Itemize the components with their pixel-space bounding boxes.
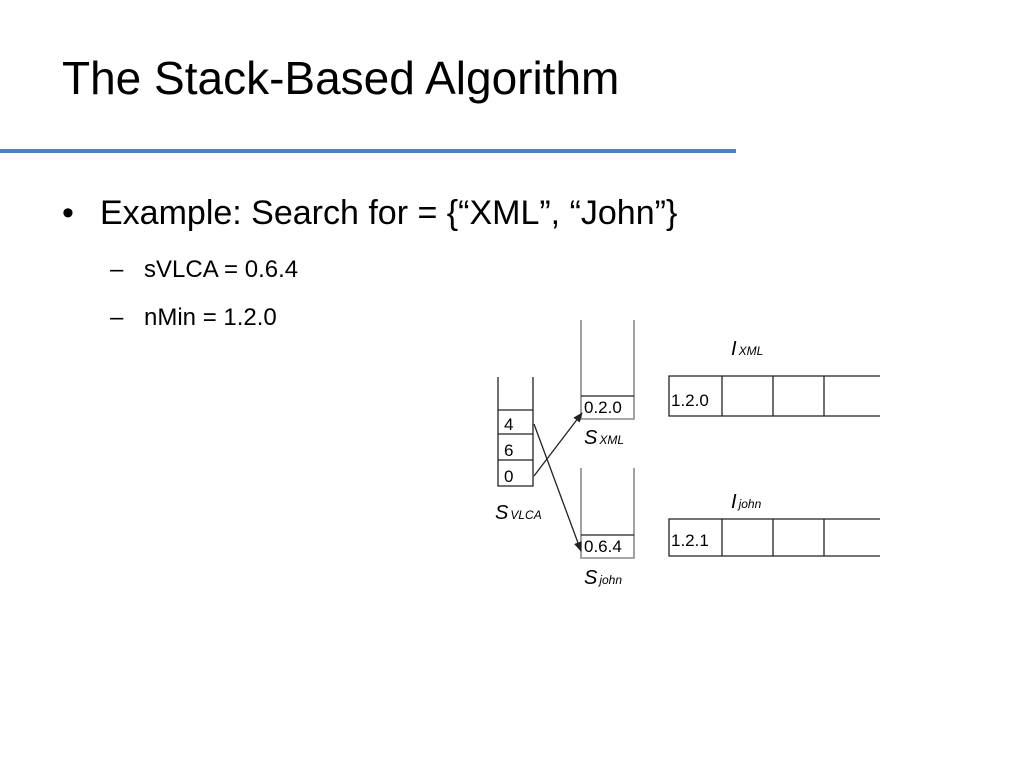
sub-bullet-marker: –: [110, 256, 124, 283]
arrow-to-sjohn: [533, 423, 582, 552]
ijohn-first-value: 1.2.1: [671, 531, 709, 550]
arrow-to-sxml: [533, 412, 583, 477]
sub-bullet-svlca-text: sVLCA = 0.6.4: [144, 256, 299, 283]
svlca-cell-0: 0: [504, 467, 513, 486]
title-underline: [0, 149, 736, 153]
ixml-first-value: 1.2.0: [671, 391, 709, 410]
bullet-marker: •: [62, 194, 74, 232]
bullet-main-text: Example: Search for = {“XML”, “John”}: [100, 194, 678, 232]
sub-bullet-marker: –: [110, 304, 124, 331]
svlca-cell-4: 4: [504, 415, 513, 434]
sub-bullet-nmin-text: nMin = 1.2.0: [144, 304, 277, 331]
sub-bullet-nmin: –nMin = 1.2.0: [110, 302, 277, 334]
bullet-main: • Example: Search for = {“XML”, “John”}: [62, 190, 677, 236]
sxml-top-value: 0.2.0: [584, 398, 622, 417]
sub-bullet-svlca: –sVLCA = 0.6.4: [110, 254, 298, 286]
svlca-cell-6: 6: [504, 441, 513, 460]
sjohn-top-value: 0.6.4: [584, 537, 622, 556]
slide-title: The Stack-Based Algorithm: [62, 52, 620, 104]
